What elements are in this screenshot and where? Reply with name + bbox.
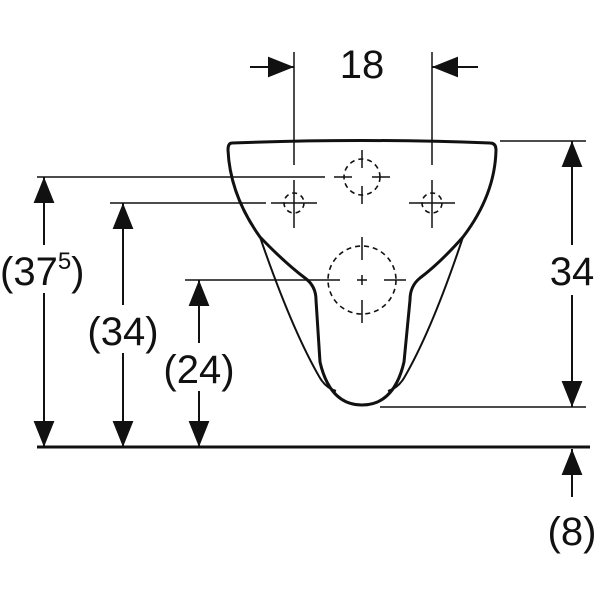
label-24-bracket: (24) xyxy=(163,348,234,392)
outlet-hole-large xyxy=(320,237,406,323)
fixing-hole-left xyxy=(271,180,317,228)
dimension-37-5: (375) xyxy=(0,176,325,447)
wc-outline xyxy=(226,139,498,407)
dimension-34-right: 34 xyxy=(380,140,600,408)
label-18: 18 xyxy=(340,43,385,87)
label-34: 34 xyxy=(550,250,595,294)
outlet-hole-top xyxy=(334,150,390,204)
dimension-18: 18 xyxy=(250,43,478,165)
label-34-bracket: (34) xyxy=(87,310,158,354)
dimension-24-bracket: (24) xyxy=(158,279,320,447)
fixing-hole-right xyxy=(409,180,455,228)
dimension-8: (8) xyxy=(548,449,597,554)
dimension-34-bracket: (34) xyxy=(82,202,266,447)
label-8: (8) xyxy=(548,510,597,554)
label-37-5: (375) xyxy=(0,248,85,294)
